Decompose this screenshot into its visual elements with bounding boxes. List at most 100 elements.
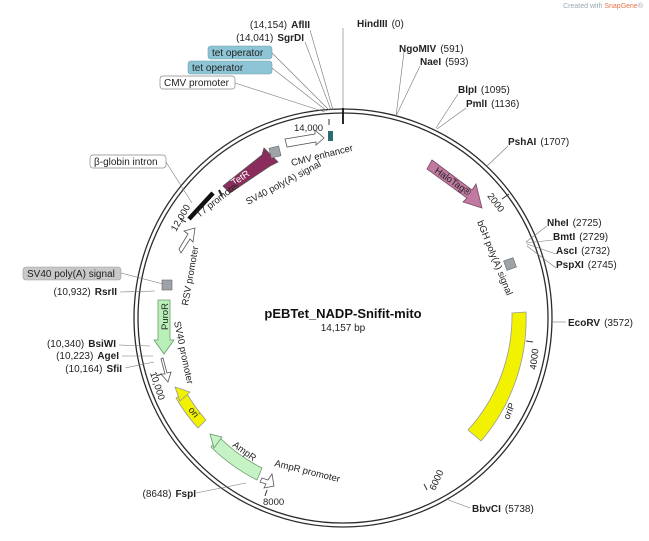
ruler-tick-4000: [525, 340, 534, 343]
leader-pspxi: [526, 245, 557, 269]
sv40-polya-box: [22, 266, 122, 281]
site-aflii-name: AflII: [291, 20, 310, 31]
rsv-promoter-arrow: [178, 227, 196, 254]
leader-aflii: [309, 29, 334, 111]
t7-promoter-label: T7 promoter: [194, 180, 242, 221]
beta-globin-intron-box-label: β-globin intron: [94, 157, 158, 168]
site-agei: (10,223) AgeI: [56, 351, 119, 362]
leader-beta-globin: [165, 161, 193, 204]
site-ngomiv-name: NgoMIV: [399, 44, 437, 55]
leader-tet-op-2: [271, 67, 328, 112]
site-bbvci-pos: (5738): [505, 504, 534, 515]
ruler-label-2000: 2000: [485, 191, 507, 215]
ruler-tick-8000: [264, 489, 268, 497]
leader-sfii: [124, 361, 155, 369]
halotag-arrow: [426, 159, 483, 209]
site-ecorv-pos: (3572): [604, 318, 633, 329]
site-bmti-pos: (2729): [579, 232, 608, 243]
site-ecorv-name: EcoRV: [568, 318, 600, 329]
site-sgrdi-pos: (14,041): [236, 33, 273, 44]
site-pmli-name: PmlI: [466, 99, 487, 110]
ruler-tick-6000: [423, 483, 428, 491]
leader-cmv-promoter: [234, 82, 326, 113]
site-pspxi-pos: (2745): [588, 260, 617, 271]
site-pshai-name: PshAI: [508, 137, 537, 148]
site-asci-name: AscI: [556, 246, 577, 257]
site-ecorv: EcoRV (3572): [568, 318, 633, 329]
sv40-promoter-arrow: [160, 357, 172, 383]
site-bsiwi-name: BsiWI: [88, 339, 116, 350]
cmv-promoter-box-label: CMV promoter: [164, 78, 230, 89]
site-asci: AscI (2732): [556, 246, 610, 257]
site-sgrdi: (14,041)SgrDI: [236, 33, 304, 44]
site-naei: NaeI (593): [420, 57, 468, 68]
site-ngomiv: NgoMIV(591): [399, 44, 464, 55]
ampr-arrow: [210, 436, 263, 481]
site-bsiwi-pos: (10,340): [47, 339, 84, 350]
site-sfii: (10,164)SfiI: [65, 364, 122, 375]
leader-bbvci: [445, 498, 471, 509]
site-blpi-name: BlpI: [458, 85, 477, 96]
watermark-suffix: ®: [637, 3, 643, 10]
ampr-promoter-arrow: [259, 472, 275, 489]
leader-blpi: [435, 93, 459, 129]
site-bmti: BmtI(2729): [553, 232, 608, 243]
site-bbvci-name: BbvCI: [472, 504, 501, 515]
ori-arrowhead: [174, 386, 191, 402]
cmv-promoter-arrow: [284, 129, 325, 148]
ruler-label-6000: 6000: [428, 468, 447, 492]
sv40-polya-marker-top: [268, 145, 282, 159]
site-pshai: PshAI(1707): [508, 137, 569, 148]
leader-sgrdi: [304, 41, 332, 111]
tet-operator-1-label: tet operator: [212, 48, 264, 59]
ruler-label-8000: 8000: [263, 497, 284, 508]
site-asci-pos: (2732): [581, 246, 610, 257]
tet-operator-2-box: [187, 60, 273, 75]
site-sfii-pos: (10,164): [65, 364, 102, 375]
site-aflii-pos: (14,154): [250, 20, 287, 31]
site-hindiii: HindIII (0): [357, 19, 404, 30]
site-bsiwi: (10,340) BsiWI: [47, 339, 116, 350]
site-rsrii-pos: (10,932): [54, 287, 91, 298]
rsv-polya-marker: [161, 279, 173, 291]
ruler-tick-2000: [501, 193, 510, 200]
cmv-enhancer-marker: [328, 131, 333, 141]
tet-operator-2-label: tet operator: [192, 63, 244, 74]
tetr-arrow: [222, 147, 279, 194]
site-naei-pos: (593): [445, 57, 468, 68]
site-pmli-pos: (1136): [491, 99, 519, 110]
cmv-promoter-box: [159, 75, 236, 90]
site-aflii: (14,154) AflII: [250, 20, 310, 31]
leader-ngomiv: [395, 51, 405, 117]
site-naei-name: NaeI: [420, 57, 441, 68]
site-pshai-pos: (1707): [540, 137, 569, 148]
bgh-polya-label: bGH poly(A) signal: [474, 219, 514, 297]
leader-nhei: [525, 225, 548, 243]
ampr-arrowhead: [209, 433, 223, 449]
ruler-tick-12000: [179, 218, 187, 223]
site-hindiii-pos: (0): [392, 19, 404, 30]
site-blpi: BlpI (1095): [458, 85, 510, 96]
site-agei-name: AgeI: [97, 351, 119, 362]
leader-bmti: [525, 239, 554, 244]
bgh-polya-marker: [503, 257, 517, 271]
site-rsrii-name: RsrII: [95, 287, 117, 298]
site-hindiii-name: HindIII: [357, 19, 388, 30]
leader-bsiwi: [118, 344, 151, 347]
tet-operator-1-box: [207, 45, 273, 60]
t7-promoter-bar: [218, 189, 223, 197]
orip-arc: [467, 311, 527, 442]
site-nhei-pos: (2725): [573, 218, 602, 229]
watermark-brand: SnapGene: [604, 3, 638, 10]
puror-label: PuroR: [160, 303, 171, 330]
restriction-sites: HindIII (0) NgoMIV(591) NaeI (593) BlpI (10…: [47, 19, 633, 515]
plasmid-name: pEBTet_NADP-Snifit-mito: [264, 306, 421, 321]
beta-globin-intron-box: [89, 154, 167, 169]
site-nhei-name: NheI: [547, 218, 569, 229]
sv40-promoter-label: SV40 promoter: [171, 320, 195, 385]
site-nhei: NheI (2725): [547, 218, 602, 229]
ampr-promoter-label: AmpR promoter: [273, 458, 341, 485]
site-blpi-pos: (1095): [481, 85, 510, 96]
site-agei-pos: (10,223): [56, 351, 93, 362]
